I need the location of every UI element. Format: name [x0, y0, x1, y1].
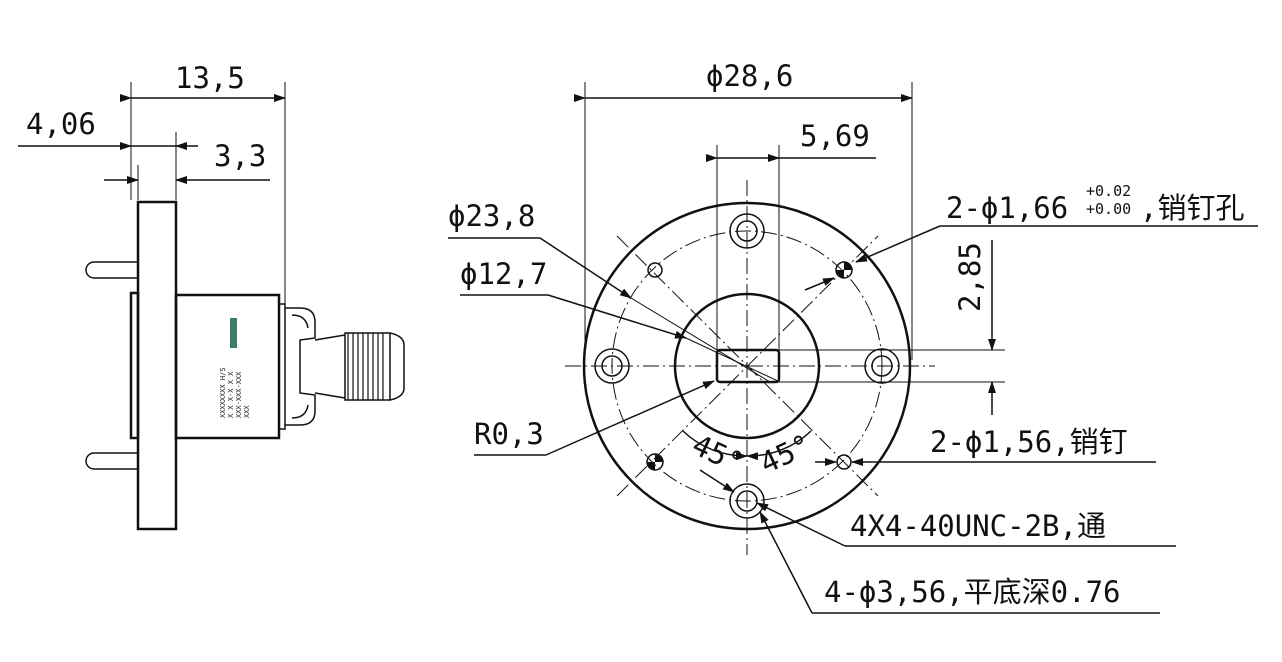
flange-plate: [136, 200, 178, 531]
inner-boss: [673, 292, 821, 440]
bolt-circle: [611, 230, 883, 502]
counterbore-label: 4-ϕ3,56,平底深0.76: [824, 575, 1121, 609]
pin-hole-tol-upper: +0.02: [1086, 182, 1131, 200]
bolt-holes: [594, 213, 900, 519]
side-view: 13,5 4,06 3,3 XXXXXXXX H/S X X X-X X X X…: [18, 61, 405, 531]
dia-28-6: ϕ28,6: [706, 59, 793, 93]
pin-top: [85, 261, 138, 279]
dim-4-06: 4,06: [26, 107, 96, 141]
svg-text:XXX: XXX: [243, 405, 251, 418]
dia-12-7: ϕ12,7: [460, 257, 547, 291]
radius-label: R0,3: [474, 417, 544, 451]
svg-text:XXXXXXXX H/S: XXXXXXXX H/S: [219, 367, 227, 418]
pin-label: 2-ϕ1,56,销钉: [930, 425, 1128, 459]
dim-13-5: 13,5: [175, 61, 245, 95]
product-label: XXXXXXXX H/S X X X-X X X XXX-XXX-XXX XXX: [219, 367, 251, 418]
logo-mark: [230, 318, 237, 348]
pin-hole-suffix: ,销钉孔: [1140, 191, 1244, 225]
pin-hole-tol-lower: +0.00: [1086, 200, 1131, 218]
front-view: ϕ28,6 5,69 ϕ23,8 ϕ12,7 R0,3 2-ϕ1,66 +0.0…: [448, 59, 1258, 614]
dim-3-3: 3,3: [214, 139, 266, 173]
svg-text:X X X-X X X: X X X-X X X: [227, 371, 235, 418]
thread-label: 4X4-40UNC-2B,通: [850, 509, 1106, 543]
svg-text:XXX-XXX-XXX: XXX-XXX-XXX: [235, 371, 243, 418]
pin-bottom: [85, 452, 138, 470]
dim-2-85: 2,85: [953, 242, 987, 312]
pin-marked: [646, 453, 664, 471]
dim-5-69: 5,69: [800, 119, 870, 153]
pin-hole-open: [647, 262, 663, 278]
angle-left: 45°: [687, 428, 749, 481]
pin-hole-label: 2-ϕ1,66: [946, 191, 1068, 225]
flange-outer: [582, 201, 912, 531]
pin-hole-marked: [835, 261, 853, 279]
waveguide-aperture: [715, 348, 781, 384]
dia-23-8: ϕ23,8: [448, 199, 535, 233]
